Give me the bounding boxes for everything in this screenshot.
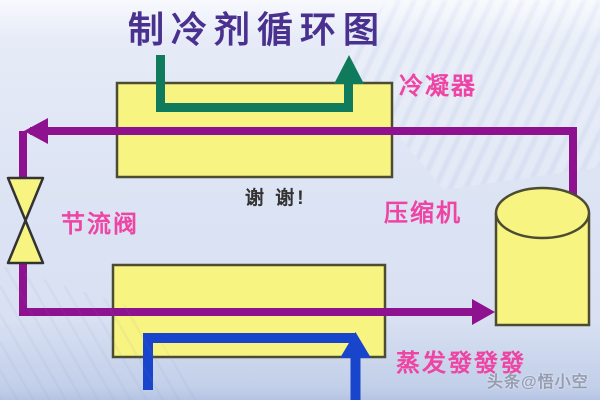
pipe-left-upper-vertical — [19, 131, 27, 179]
cylinder-top — [494, 186, 591, 240]
throttle-valve-label: 节流阀 — [61, 211, 139, 238]
blue-up-arrow-icon — [340, 332, 371, 358]
blue-tube — [143, 333, 356, 390]
valve-top-triangle — [6, 176, 45, 222]
throttle-valve-icon — [6, 176, 45, 265]
evaporator-water-arrow — [143, 332, 371, 400]
pipe-bottom-horizontal — [19, 308, 474, 316]
refrigerant-pipe — [19, 118, 577, 325]
pipe-right-arrow-icon — [472, 299, 495, 325]
compressor-label: 压缩机 — [384, 200, 462, 227]
compressor-cylinder — [494, 186, 591, 327]
condenser-water-arrow — [156, 55, 364, 112]
watermark: 头条@悟小空 — [487, 374, 589, 391]
page-title: 制冷剂循环图 — [128, 9, 387, 50]
pipe-right-vertical — [569, 131, 577, 206]
green-up-arrow-icon — [334, 55, 364, 84]
condenser-label: 冷凝器 — [399, 73, 477, 100]
center-note: 谢 谢! — [245, 188, 307, 209]
pipe-left-arrow-icon — [24, 118, 48, 144]
evaporator-label: 蒸发發發發 — [396, 350, 526, 377]
pipe-top-horizontal — [30, 127, 577, 135]
green-tube — [156, 55, 353, 112]
pipe-left-lower-vertical — [19, 262, 27, 316]
cylinder-body — [494, 213, 591, 327]
valve-bottom-triangle — [6, 219, 45, 265]
